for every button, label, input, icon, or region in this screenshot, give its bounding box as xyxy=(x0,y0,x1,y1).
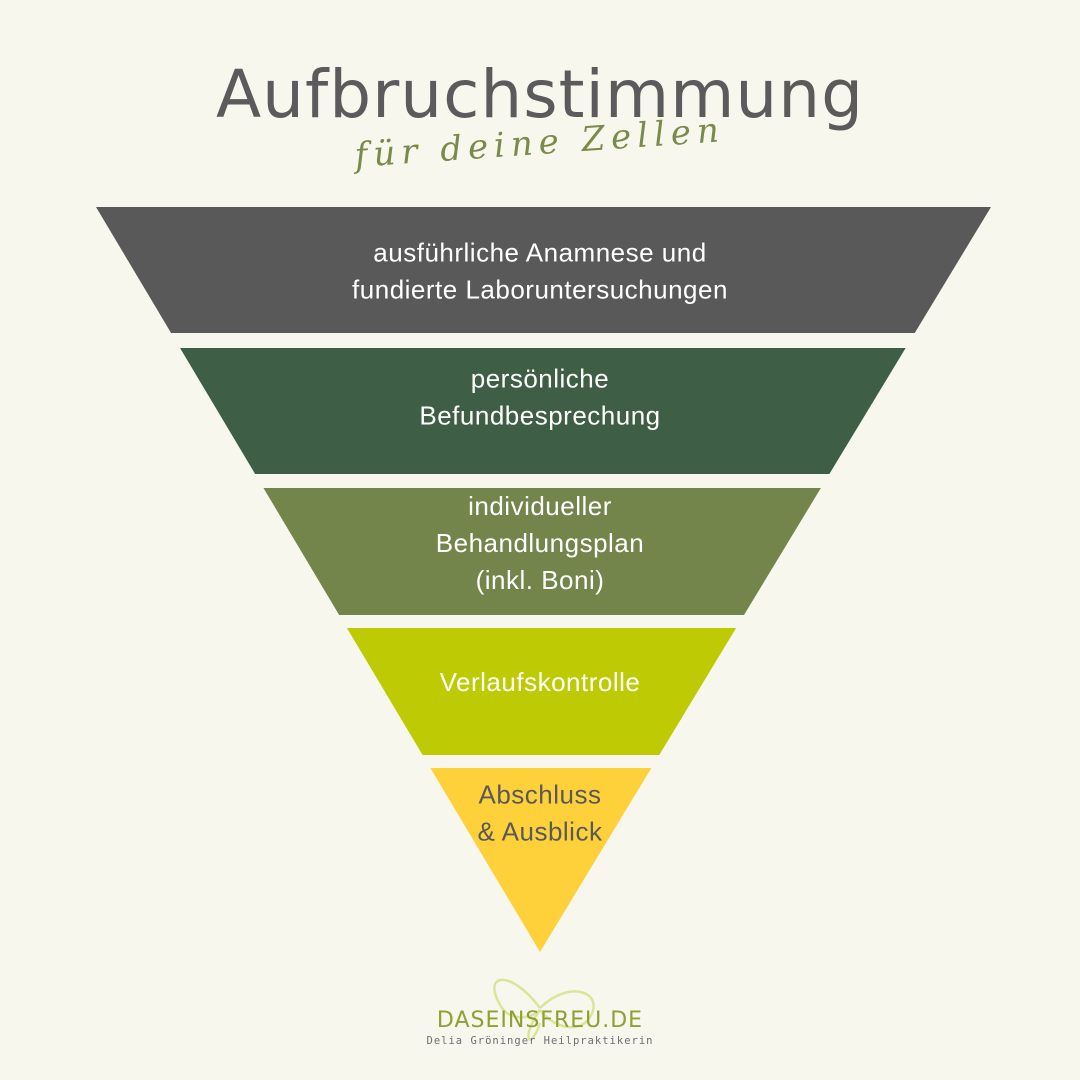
funnel-level-4-label: Verlaufskontrolle xyxy=(440,667,641,697)
logo-name: DASEINSFREU.DE xyxy=(436,1008,644,1033)
funnel-level-2-label: Befundbesprechung xyxy=(419,400,660,430)
page-title: Aufbruchstimmung xyxy=(216,56,864,133)
funnel-level-3-label: (inkl. Boni) xyxy=(476,565,605,595)
funnel-level-4 xyxy=(346,628,737,755)
funnel-level-2 xyxy=(180,348,906,474)
funnel-level-3-label: Behandlungsplan xyxy=(436,528,644,558)
funnel-level-3 xyxy=(263,488,821,615)
funnel-level-5-label: & Ausblick xyxy=(478,816,603,846)
funnel-level-1-label: fundierte Laboruntersuchungen xyxy=(352,274,728,304)
funnel-level-3-label: individueller xyxy=(468,491,612,521)
logo-tagline: Delia Gröninger Heilpraktikerin xyxy=(426,1035,654,1047)
funnel-level-1 xyxy=(96,207,991,333)
butterfly-logo-icon xyxy=(493,978,595,1041)
funnel-level-5 xyxy=(430,768,652,952)
funnel-level-5-label: Abschluss xyxy=(479,779,602,809)
funnel-level-2-label: persönliche xyxy=(471,363,609,393)
funnel-level-1-label: ausführliche Anamnese und xyxy=(373,237,706,267)
